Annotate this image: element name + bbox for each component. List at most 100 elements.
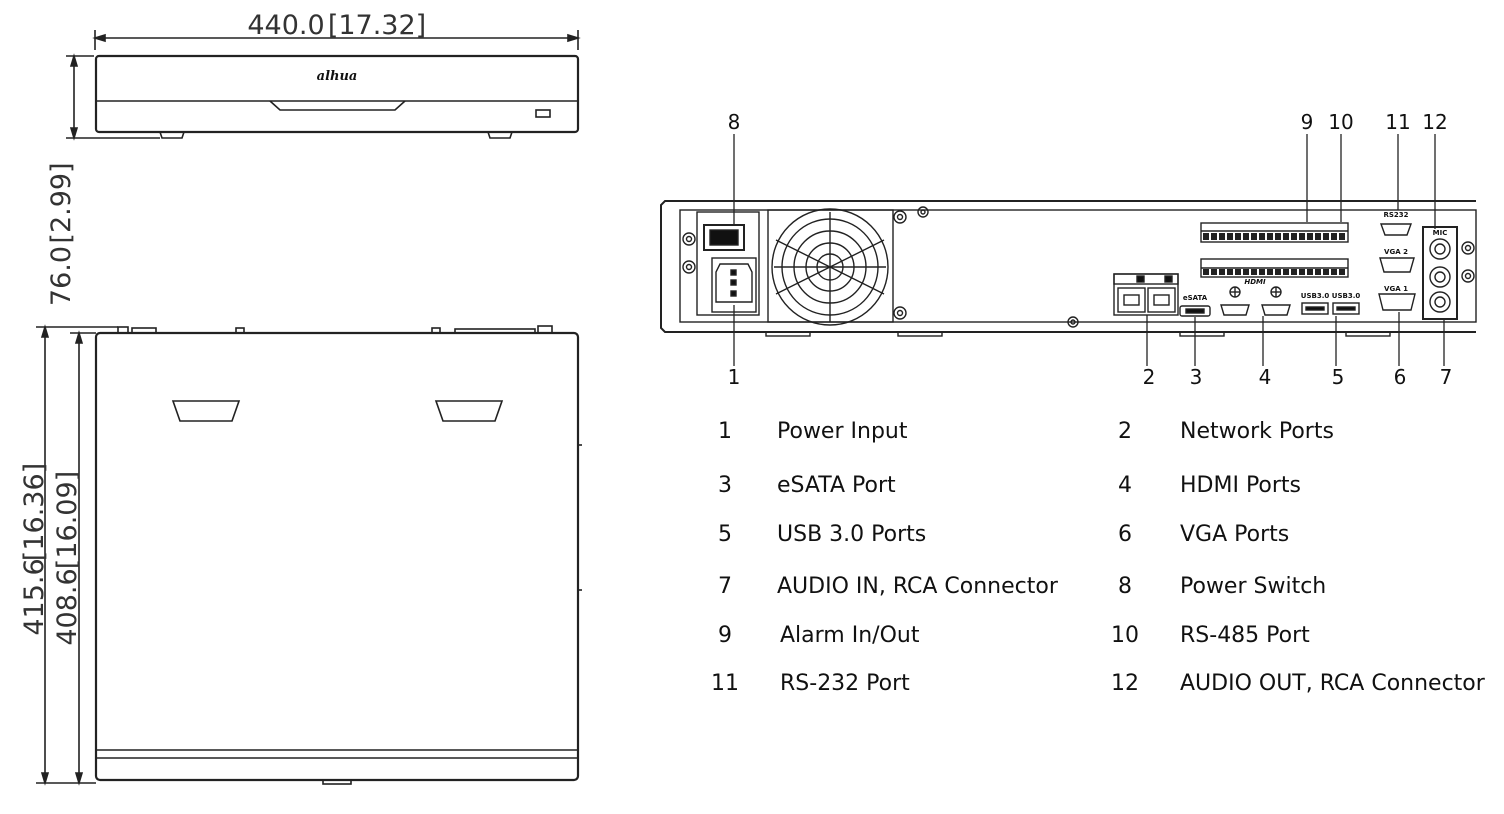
terminal-pin (1227, 269, 1233, 275)
legend-num: 7 (718, 574, 732, 599)
legend-num: 4 (1118, 473, 1132, 498)
terminal-pin (1203, 269, 1209, 275)
height-in: [2.99] (46, 162, 77, 243)
rear-panel (660, 200, 1477, 337)
terminal-pin (1267, 233, 1273, 240)
callout-7: 7 (1440, 365, 1453, 389)
terminal-pin (1291, 233, 1297, 240)
terminal-pin (1267, 269, 1273, 275)
terminal-pin (1331, 269, 1337, 275)
terminal-pin (1339, 233, 1345, 240)
depth-mm: 415.6 (19, 558, 50, 635)
terminal-pins (1203, 233, 1345, 275)
terminal-pin (1211, 269, 1217, 275)
callout-1: 1 (728, 365, 741, 389)
legend-label: Network Ports (1180, 419, 1334, 444)
terminal-pin (1315, 233, 1321, 240)
terminal-pin (1235, 269, 1241, 275)
top-view (36, 324, 582, 786)
depth-body-in: [16.09] (52, 471, 83, 569)
legend-label: RS-485 Port (1180, 623, 1310, 648)
terminal-pin (1323, 269, 1329, 275)
label-hdmi: HDMI (1244, 278, 1266, 286)
width-mm: 440.0 (247, 10, 324, 41)
terminal-pin (1307, 269, 1313, 275)
legend-num: 2 (1118, 419, 1132, 444)
legend-label: Power Switch (1180, 574, 1327, 599)
legend-label: Alarm In/Out (780, 623, 920, 648)
terminal-pin (1315, 269, 1321, 275)
label-vga1: VGA 1 (1384, 285, 1408, 293)
depth-in: [16.36] (19, 463, 50, 561)
terminal-pin (1251, 269, 1257, 275)
callout-4: 4 (1259, 365, 1272, 389)
legend-num: 12 (1111, 671, 1139, 696)
terminal-pin (1339, 269, 1345, 275)
legend-label: AUDIO OUT, RCA Connector (1180, 671, 1485, 696)
depth-body-mm: 408.6 (52, 568, 83, 645)
terminal-pin (1323, 233, 1329, 240)
callout-leaders (733, 134, 1445, 366)
terminal-pin (1251, 233, 1257, 240)
callout-6: 6 (1394, 365, 1407, 389)
terminal-pin (1243, 233, 1249, 240)
callout-2: 2 (1143, 365, 1156, 389)
legend-label: Power Input (777, 419, 908, 444)
legend-label: AUDIO IN, RCA Connector (777, 574, 1058, 599)
terminal-pin (1283, 269, 1289, 275)
terminal-pin (1203, 233, 1209, 240)
terminal-pin (1243, 269, 1249, 275)
legend-num: 9 (718, 623, 732, 648)
callout-9: 9 (1301, 110, 1314, 134)
legend-label: USB 3.0 Ports (777, 522, 927, 547)
callout-11: 11 (1385, 110, 1410, 134)
legend-label: RS-232 Port (780, 671, 910, 696)
width-in: [17.32] (328, 10, 426, 41)
terminal-pin (1275, 233, 1281, 240)
height-dimension-labels: 76.0 [2.99] (46, 162, 77, 306)
label-usb-1: USB3.0 (1301, 292, 1330, 300)
legend-num: 10 (1111, 623, 1139, 648)
legend-label: HDMI Ports (1180, 473, 1302, 498)
terminal-pin (1307, 233, 1313, 240)
terminal-pin (1259, 233, 1265, 240)
label-rs232: RS232 (1383, 211, 1408, 219)
depth-dimension-labels: 415.6 [16.36] (19, 463, 50, 636)
callout-12: 12 (1422, 110, 1447, 134)
body-depth-dimension-labels: 408.6 [16.09] (52, 471, 83, 646)
label-esata: eSATA (1183, 294, 1208, 302)
legend-num: 11 (711, 671, 739, 696)
legend-num: 5 (718, 522, 732, 547)
terminal-pin (1283, 233, 1289, 240)
height-mm: 76.0 (46, 246, 77, 306)
terminal-pin (1211, 233, 1217, 240)
legend-num: 6 (1118, 522, 1132, 547)
legend-num: 3 (718, 473, 732, 498)
terminal-pin (1275, 269, 1281, 275)
terminal-pin (1299, 233, 1305, 240)
callout-3: 3 (1190, 365, 1203, 389)
terminal-pin (1235, 233, 1241, 240)
terminal-pin (1299, 269, 1305, 275)
legend-label: eSATA Port (777, 473, 896, 498)
label-mic: MIC (1433, 229, 1448, 237)
terminal-pin (1291, 269, 1297, 275)
label-net-2: 2 (1138, 276, 1143, 284)
label-net-1: 1 (1166, 276, 1171, 284)
terminal-pin (1219, 269, 1225, 275)
callout-5: 5 (1332, 365, 1345, 389)
terminal-pin (1227, 233, 1233, 240)
legend-label: VGA Ports (1180, 522, 1290, 547)
callout-8: 8 (728, 110, 741, 134)
label-vga2: VGA 2 (1384, 248, 1408, 256)
terminal-pin (1219, 233, 1225, 240)
terminal-pin (1331, 233, 1337, 240)
front-view (66, 30, 581, 141)
legend-num: 8 (1118, 574, 1132, 599)
label-usb-2: USB3.0 (1332, 292, 1361, 300)
terminal-pin (1259, 269, 1265, 275)
legend-num: 1 (718, 419, 732, 444)
callout-10: 10 (1328, 110, 1353, 134)
front-logo: alhua (317, 69, 358, 84)
